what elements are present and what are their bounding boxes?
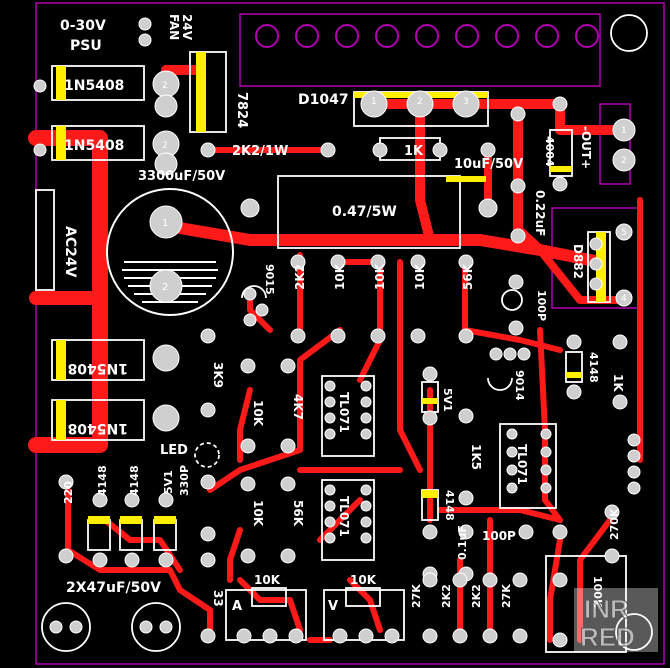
copper-traces	[28, 65, 643, 643]
label-9015: 9015	[263, 264, 276, 295]
label-220: 220	[62, 481, 75, 504]
label-10k-c: 10K	[413, 263, 427, 290]
label-tl071-a: TL071	[337, 392, 351, 433]
label-10uf: 10uF/50V	[454, 157, 523, 172]
label-2k2-b: 2K2	[470, 584, 483, 608]
transistor-main-label: D1047	[298, 92, 349, 108]
pin-number: 1	[162, 218, 168, 229]
label-1k5: 1K5	[469, 444, 483, 470]
pin-number: 2	[162, 141, 168, 151]
label-1n5408-a: 1N5408	[64, 78, 124, 94]
label-4k7: 4K7	[291, 394, 305, 420]
output-label: -OUT+	[579, 126, 593, 169]
label-4148-a: 4148	[587, 352, 600, 383]
silkscreen-outlines	[35, 14, 653, 653]
label-5v1-b: 5V1	[162, 470, 175, 494]
label-3k9: 3K9	[211, 362, 225, 388]
label-4004: 4004	[543, 136, 556, 167]
label-100p-b: 100P	[482, 529, 516, 543]
fan-label: FAN	[167, 14, 181, 40]
label-d882: D882	[571, 244, 585, 279]
label-10k-d: 10K	[251, 400, 265, 427]
label-100p-a: 100P	[535, 290, 548, 321]
label-1n5408-c: 1N5408	[68, 360, 128, 376]
label-27k-a: 27K	[410, 584, 423, 608]
label-2k2-a: 2K2	[293, 264, 307, 290]
pin-number: 1	[371, 97, 377, 107]
label-4148-b: 4148	[96, 465, 109, 496]
pin-number: 2	[621, 156, 627, 166]
watermark-line2: RED	[580, 622, 635, 652]
label-10k-a: 10K	[333, 263, 347, 290]
label-33: 33	[211, 590, 225, 607]
led-label: LED	[160, 443, 188, 458]
watermark-line1: INR	[584, 594, 629, 624]
label-27k-b: 27K	[500, 584, 513, 608]
pin-number: 1	[621, 126, 627, 136]
pin-number: 3	[463, 97, 469, 107]
connector-header	[255, 24, 599, 48]
label-10k-b: 10K	[373, 263, 387, 290]
double-cap-label: 2X47uF/50V	[66, 580, 161, 596]
label-56k-a: 56K	[461, 263, 475, 290]
label-10k-e: 10K	[251, 500, 265, 527]
label-1k-top: 1K	[404, 144, 424, 159]
pin-number: 5	[621, 228, 627, 238]
label-9014: 9014	[513, 370, 526, 401]
label-01uf: 0.1uF	[456, 525, 469, 560]
label-1n5408-b: 1N5408	[64, 138, 124, 154]
ac-input-label: AC24V	[62, 226, 78, 278]
voltmeter-label: V	[328, 599, 338, 614]
pin-number: 2	[417, 97, 423, 107]
board-title: 0-30V	[60, 18, 106, 34]
solder-pads	[33, 17, 641, 648]
label-56k-b: 56K	[291, 500, 305, 527]
label-1k-b: 1K	[611, 374, 625, 392]
fan-voltage: 24V	[180, 14, 194, 41]
label-tl071-b: TL071	[515, 444, 529, 485]
board-subtitle: PSU	[70, 38, 102, 54]
label-4148-c: 4148	[128, 465, 141, 496]
label-4148-d: 4148	[443, 490, 456, 521]
label-pot-v: 10K	[350, 573, 377, 587]
pin-number: 2	[162, 81, 168, 91]
pin-number: 2	[162, 282, 168, 293]
label-270k: 270K	[608, 508, 621, 540]
silkscreen-text: 0-30V PSU FAN 24V 7824 D1047 -OUT+ AC24V…	[60, 14, 627, 614]
label-022uf: 0.22uF	[533, 190, 547, 236]
regulator-label: 7824	[234, 92, 249, 128]
label-100k: 100K	[591, 576, 604, 608]
label-5v1-a: 5V1	[441, 388, 454, 412]
label-shunt: 0.47/5W	[332, 204, 397, 220]
ammeter-label: A	[232, 599, 242, 614]
label-3300uf: 3300uF/50V	[138, 169, 225, 184]
label-pot-a: 10K	[254, 573, 281, 587]
label-2k2-c: 2K2	[440, 584, 453, 608]
label-330p: 330P	[178, 465, 191, 496]
label-1n5408-d: 1N5408	[68, 420, 128, 436]
label-2k2-1w: 2K2/1W	[232, 144, 288, 159]
label-tl071-c: TL071	[337, 496, 351, 537]
watermark: INR RED	[574, 588, 658, 653]
pin-number: 4	[621, 294, 627, 304]
